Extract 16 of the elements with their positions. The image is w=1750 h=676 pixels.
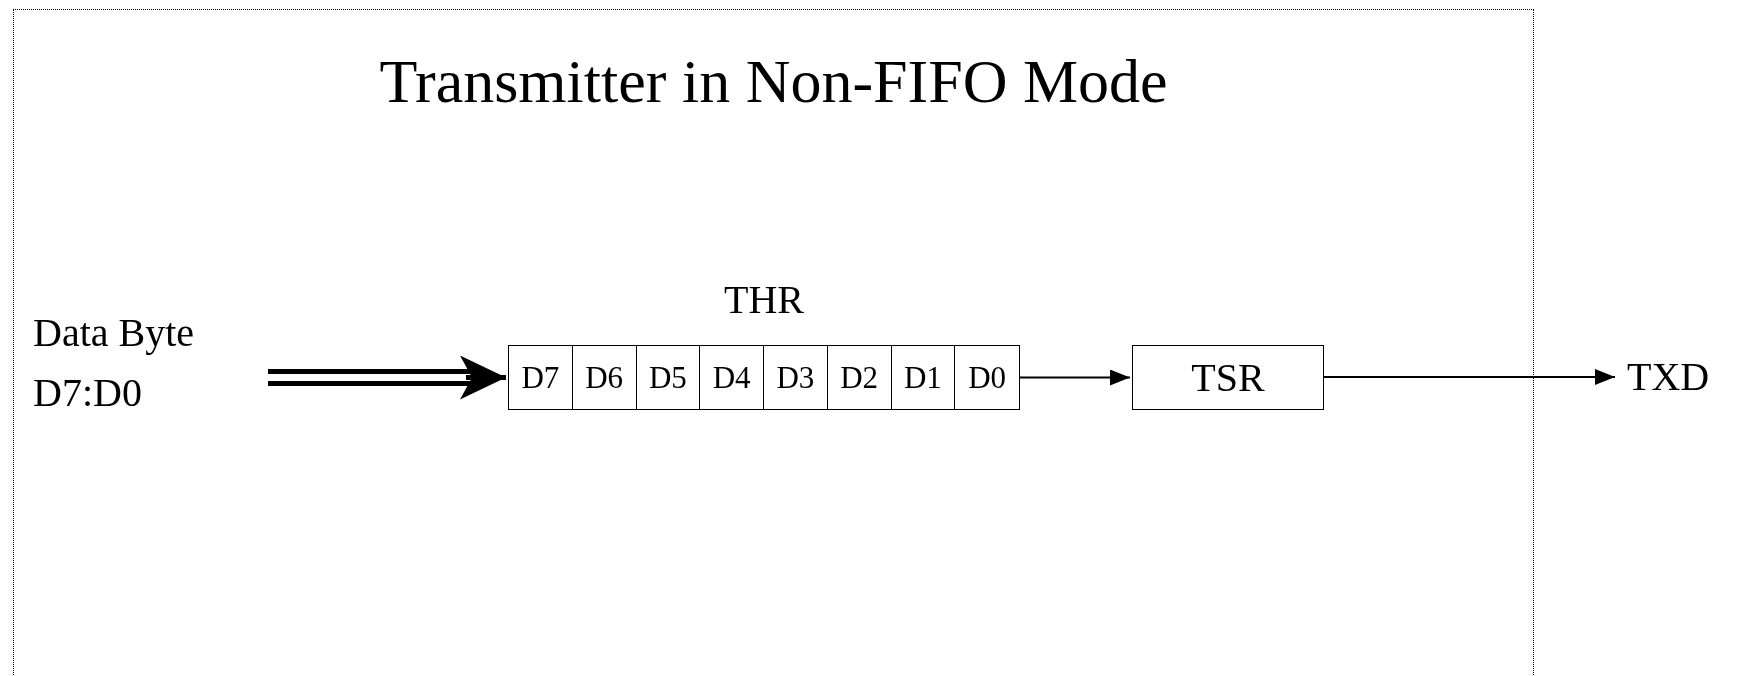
- register-bit-cell: D0: [955, 346, 1019, 409]
- register-bit-cell: D5: [636, 346, 701, 409]
- node-label: TXD: [1627, 353, 1711, 401]
- register-bit-cell: D4: [700, 346, 764, 409]
- register-bit-cell: D1: [891, 346, 956, 409]
- register-bit-cell: D2: [827, 346, 892, 409]
- diagram-title: Transmitter in Non-FIFO Mode: [378, 50, 1169, 112]
- arrow: [265, 355, 509, 400]
- register-bit-cell: D6: [572, 346, 637, 409]
- register-bit-cell: D3: [764, 346, 828, 409]
- node-label: Data Byte D7:D0: [33, 309, 196, 417]
- arrow: [1323, 369, 1616, 385]
- register-bit-cell: D7: [509, 346, 573, 409]
- node-label: THR: [723, 276, 805, 324]
- arrow: [1019, 369, 1131, 386]
- register-box: TSR: [1132, 345, 1324, 410]
